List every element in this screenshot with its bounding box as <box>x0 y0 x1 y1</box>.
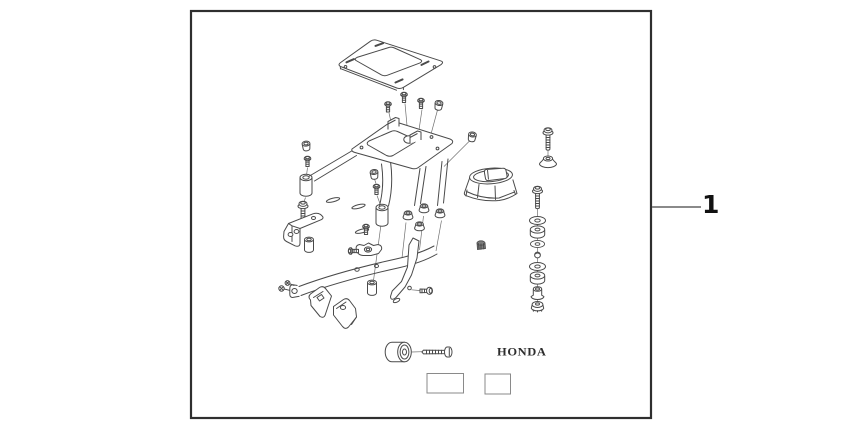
flange-bolt-icon <box>384 101 392 113</box>
cap-nut-icon <box>369 168 380 181</box>
tube-spacer-icon <box>375 203 389 227</box>
flat-head-screw <box>411 346 453 358</box>
washer-bolt-stack <box>529 185 546 313</box>
callout-number: 1 <box>702 190 720 219</box>
border-frame <box>189 9 653 420</box>
clamp-pieces <box>308 286 357 329</box>
long-bolt-icon <box>532 185 543 210</box>
cap-nut-icon <box>466 130 478 143</box>
top-box-base-plate <box>338 39 444 91</box>
washer-icon <box>530 240 545 248</box>
carrier-upper-bracket <box>309 117 454 259</box>
collar-spacer-icon <box>304 236 314 253</box>
label-box-large <box>426 373 464 394</box>
rubber-foot-icon <box>402 210 414 221</box>
side-cover-boot <box>463 167 518 202</box>
rubber-roller <box>384 341 412 363</box>
cap-nut-icon <box>433 99 444 112</box>
left-mount-bracket <box>283 212 324 253</box>
rubber-foot-icon <box>434 208 446 219</box>
flange-bolt-icon <box>400 91 408 103</box>
flange-bolt-icon <box>372 183 381 195</box>
flange-bolt-icon <box>303 155 312 167</box>
washer-icon <box>529 216 546 225</box>
lower-stay-bracket <box>278 237 438 304</box>
thin-washers <box>325 196 370 235</box>
stay-end-screws <box>278 280 295 292</box>
rubber-foot-icon <box>414 221 425 232</box>
thick-washer-icon <box>529 271 546 285</box>
long-bolt-icon <box>542 127 554 151</box>
washer-icon <box>529 262 546 271</box>
knurled-nut <box>476 240 486 250</box>
flange-nut-icon <box>530 301 545 313</box>
cap-nut-icon <box>301 140 312 152</box>
brand-logo-text: HONDA <box>497 345 547 359</box>
flange-bolt-with-grommet <box>539 127 557 169</box>
center-fastener-column <box>362 168 389 296</box>
stay-bolt <box>411 286 433 295</box>
collar-icon <box>530 286 545 300</box>
label-box-small <box>484 373 511 395</box>
rubber-foot-icon <box>418 203 430 214</box>
thick-washer-icon <box>529 225 546 239</box>
collar-spacer-icon <box>367 279 377 296</box>
tube-spacer-icon <box>299 173 313 197</box>
ball-icon <box>534 251 541 259</box>
flange-bolt-icon <box>417 97 425 109</box>
